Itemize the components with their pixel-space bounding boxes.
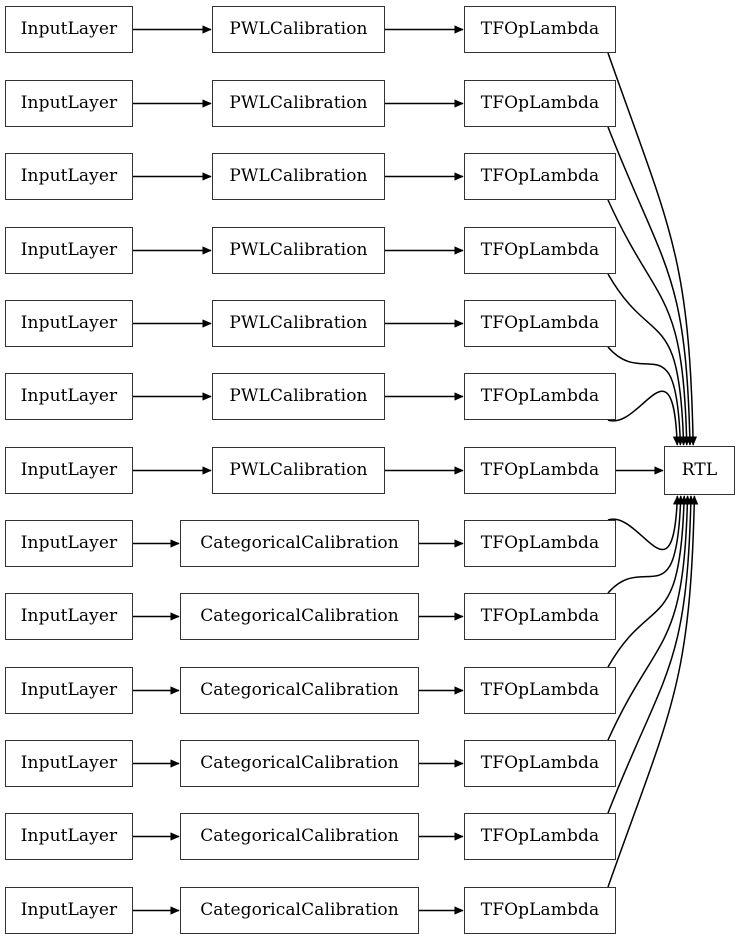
calibration-node: CategoricalCalibration bbox=[180, 520, 419, 567]
input-layer-node-label: InputLayer bbox=[20, 312, 118, 333]
calibration-node-label: PWLCalibration bbox=[229, 312, 368, 333]
rtl-node: RTL bbox=[664, 446, 735, 495]
input-layer-node: InputLayer bbox=[5, 813, 133, 860]
input-layer-node: InputLayer bbox=[5, 373, 133, 420]
calibration-node-label: CategoricalCalibration bbox=[200, 752, 399, 773]
tfoplambda-node-label: TFOpLambda bbox=[480, 825, 600, 846]
calibration-node: CategoricalCalibration bbox=[180, 813, 419, 860]
calibration-node: PWLCalibration bbox=[212, 80, 385, 127]
edge-tfoplambda-to-rtl bbox=[607, 495, 699, 888]
tfoplambda-node: TFOpLambda bbox=[464, 6, 616, 53]
calibration-node: CategoricalCalibration bbox=[180, 667, 419, 714]
input-layer-node-label: InputLayer bbox=[20, 459, 118, 480]
input-layer-node-label: InputLayer bbox=[20, 532, 118, 553]
rtl-node-label: RTL bbox=[681, 459, 718, 480]
input-layer-node-label: InputLayer bbox=[20, 165, 118, 186]
tfoplambda-node: TFOpLambda bbox=[464, 887, 616, 934]
calibration-node: PWLCalibration bbox=[212, 227, 385, 274]
input-layer-node-label: InputLayer bbox=[20, 18, 118, 39]
calibration-node-label: PWLCalibration bbox=[229, 459, 368, 480]
input-layer-node-label: InputLayer bbox=[20, 825, 118, 846]
edge-tfoplambda-to-rtl bbox=[607, 495, 692, 741]
tfoplambda-node: TFOpLambda bbox=[464, 520, 616, 567]
tfoplambda-node: TFOpLambda bbox=[464, 593, 616, 640]
tfoplambda-node-label: TFOpLambda bbox=[480, 679, 600, 700]
calibration-node-label: CategoricalCalibration bbox=[200, 679, 399, 700]
calibration-node-label: CategoricalCalibration bbox=[200, 605, 399, 626]
calibration-node-label: PWLCalibration bbox=[229, 165, 368, 186]
input-layer-node: InputLayer bbox=[5, 227, 133, 274]
tfoplambda-node-label: TFOpLambda bbox=[480, 532, 600, 553]
tfoplambda-node-label: TFOpLambda bbox=[480, 752, 600, 773]
tfoplambda-node: TFOpLambda bbox=[464, 813, 616, 860]
input-layer-node-label: InputLayer bbox=[20, 385, 118, 406]
calibration-node-label: PWLCalibration bbox=[229, 18, 368, 39]
edge-tfoplambda-to-rtl bbox=[607, 52, 698, 446]
calibration-node-label: CategoricalCalibration bbox=[200, 532, 399, 553]
calibration-node: PWLCalibration bbox=[212, 153, 385, 200]
calibration-node: CategoricalCalibration bbox=[180, 593, 419, 640]
tfoplambda-node-label: TFOpLambda bbox=[480, 385, 600, 406]
tfoplambda-node: TFOpLambda bbox=[464, 300, 616, 347]
tfoplambda-node: TFOpLambda bbox=[464, 227, 616, 274]
input-layer-node: InputLayer bbox=[5, 740, 133, 787]
input-layer-node-label: InputLayer bbox=[20, 899, 118, 920]
edge-tfoplambda-to-rtl bbox=[607, 495, 689, 668]
tfoplambda-node-label: TFOpLambda bbox=[480, 92, 600, 113]
input-layer-node: InputLayer bbox=[5, 300, 133, 347]
input-layer-node: InputLayer bbox=[5, 593, 133, 640]
input-layer-node-label: InputLayer bbox=[20, 605, 118, 626]
edge-tfoplambda-to-rtl bbox=[607, 346, 685, 446]
calibration-node: PWLCalibration bbox=[212, 373, 385, 420]
calibration-node: CategoricalCalibration bbox=[180, 887, 419, 934]
input-layer-node: InputLayer bbox=[5, 887, 133, 934]
input-layer-node: InputLayer bbox=[5, 6, 133, 53]
calibration-node-label: CategoricalCalibration bbox=[200, 825, 399, 846]
edge-tfoplambda-to-rtl bbox=[607, 495, 682, 551]
calibration-node: PWLCalibration bbox=[212, 300, 385, 347]
input-layer-node: InputLayer bbox=[5, 80, 133, 127]
tfoplambda-node-label: TFOpLambda bbox=[480, 899, 600, 920]
tfoplambda-node-label: TFOpLambda bbox=[480, 165, 600, 186]
calibration-node-label: PWLCalibration bbox=[229, 385, 368, 406]
edge-tfoplambda-to-rtl bbox=[607, 390, 681, 446]
calibration-node-label: PWLCalibration bbox=[229, 92, 368, 113]
tfoplambda-node-label: TFOpLambda bbox=[480, 312, 600, 333]
tfoplambda-node: TFOpLambda bbox=[464, 447, 616, 494]
calibration-node-label: CategoricalCalibration bbox=[200, 899, 399, 920]
edge-tfoplambda-to-rtl bbox=[607, 199, 691, 446]
calibration-node-label: PWLCalibration bbox=[229, 239, 368, 260]
tfoplambda-node: TFOpLambda bbox=[464, 373, 616, 420]
tfoplambda-node: TFOpLambda bbox=[464, 740, 616, 787]
input-layer-node-label: InputLayer bbox=[20, 752, 118, 773]
tfoplambda-node-label: TFOpLambda bbox=[480, 459, 600, 480]
input-layer-node: InputLayer bbox=[5, 520, 133, 567]
input-layer-node: InputLayer bbox=[5, 667, 133, 714]
input-layer-node: InputLayer bbox=[5, 447, 133, 494]
edge-tfoplambda-to-rtl bbox=[607, 495, 695, 814]
tfoplambda-node-label: TFOpLambda bbox=[480, 239, 600, 260]
tfoplambda-node: TFOpLambda bbox=[464, 80, 616, 127]
calibration-node: PWLCalibration bbox=[212, 6, 385, 53]
calibration-node: PWLCalibration bbox=[212, 447, 385, 494]
calibration-node: CategoricalCalibration bbox=[180, 740, 419, 787]
edge-tfoplambda-to-rtl bbox=[607, 273, 688, 446]
input-layer-node-label: InputLayer bbox=[20, 679, 118, 700]
tfoplambda-node-label: TFOpLambda bbox=[480, 18, 600, 39]
tfoplambda-node: TFOpLambda bbox=[464, 667, 616, 714]
input-layer-node: InputLayer bbox=[5, 153, 133, 200]
edge-tfoplambda-to-rtl bbox=[607, 495, 685, 594]
tfoplambda-node-label: TFOpLambda bbox=[480, 605, 600, 626]
edge-tfoplambda-to-rtl bbox=[607, 126, 694, 446]
tfoplambda-node: TFOpLambda bbox=[464, 153, 616, 200]
input-layer-node-label: InputLayer bbox=[20, 239, 118, 260]
input-layer-node-label: InputLayer bbox=[20, 92, 118, 113]
